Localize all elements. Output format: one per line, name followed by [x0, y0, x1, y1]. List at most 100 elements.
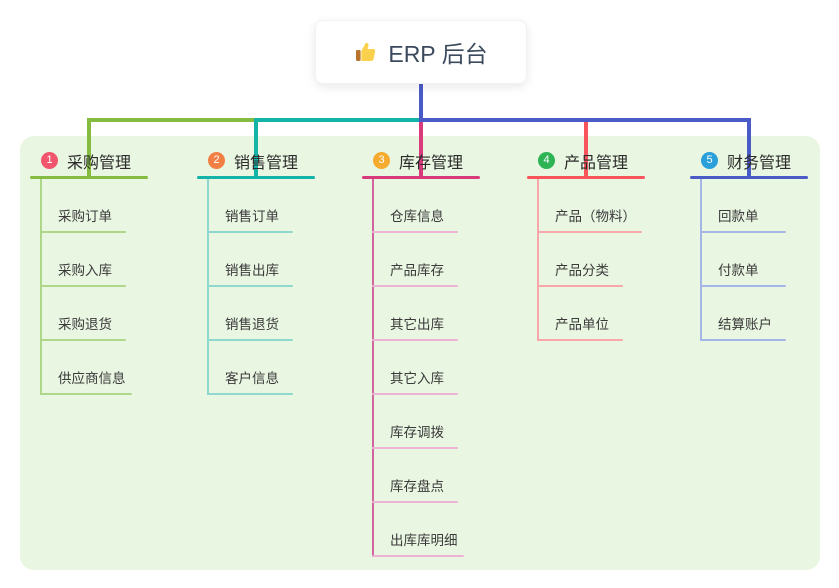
child-label: 产品单位 — [555, 317, 609, 332]
child-underline — [372, 285, 458, 287]
thumbs-up-icon — [354, 40, 378, 64]
child-node[interactable]: 仓库信息 — [372, 207, 458, 233]
branch-label: 产品管理 — [564, 154, 629, 172]
child-label: 仓库信息 — [390, 209, 444, 224]
child-label: 产品（物料） — [555, 209, 636, 224]
child-label: 库存调拨 — [390, 425, 444, 440]
child-node[interactable]: 销售出库 — [207, 261, 293, 287]
branch-node[interactable]: 5 财务管理 — [690, 148, 808, 179]
branch-underline — [197, 176, 315, 179]
child-label: 其它入库 — [390, 371, 444, 386]
child-node[interactable]: 产品分类 — [537, 261, 623, 287]
child-label: 产品分类 — [555, 263, 609, 278]
branch-node[interactable]: 2 销售管理 — [197, 148, 315, 179]
branch-label: 销售管理 — [234, 154, 299, 172]
branch-node[interactable]: 4 产品管理 — [527, 148, 645, 179]
child-node[interactable]: 采购退货 — [40, 315, 126, 341]
branch-underline — [527, 176, 645, 179]
branch-label: 财务管理 — [727, 154, 792, 172]
branch-underline — [690, 176, 808, 179]
branch-label: 采购管理 — [67, 154, 132, 172]
child-underline — [207, 285, 293, 287]
child-node[interactable]: 产品（物料） — [537, 207, 642, 233]
bus-segment-green — [87, 118, 258, 122]
child-label: 回款单 — [718, 209, 759, 224]
child-label: 采购入库 — [58, 263, 112, 278]
child-underline — [700, 231, 786, 233]
branch-underline — [362, 176, 480, 179]
branch-drop-line — [254, 118, 258, 176]
child-underline — [372, 231, 458, 233]
child-node[interactable]: 产品库存 — [372, 261, 458, 287]
child-underline — [372, 339, 458, 341]
child-underline — [40, 339, 126, 341]
child-label: 其它出库 — [390, 317, 444, 332]
child-underline — [537, 231, 642, 233]
branch-underline — [30, 176, 148, 179]
child-node[interactable]: 客户信息 — [207, 369, 293, 395]
child-underline — [700, 285, 786, 287]
branch-node[interactable]: 1 采购管理 — [30, 148, 148, 179]
child-underline — [700, 339, 786, 341]
root-node[interactable]: ERP 后台 — [315, 20, 527, 84]
child-node[interactable]: 销售订单 — [207, 207, 293, 233]
child-node[interactable]: 出库库明细 — [372, 531, 464, 557]
child-underline — [537, 285, 623, 287]
branches-background-panel — [20, 136, 820, 570]
child-label: 库存盘点 — [390, 479, 444, 494]
child-underline — [372, 393, 458, 395]
child-label: 销售出库 — [225, 263, 279, 278]
bus-segment-teal — [254, 118, 423, 122]
child-underline — [40, 285, 126, 287]
child-label: 供应商信息 — [58, 371, 126, 386]
child-node[interactable]: 其它出库 — [372, 315, 458, 341]
child-connector-line — [207, 179, 209, 395]
child-node[interactable]: 库存调拨 — [372, 423, 458, 449]
branch-drop-line — [87, 118, 91, 176]
branch-number-badge: 3 — [373, 152, 390, 169]
child-underline — [372, 555, 464, 557]
child-node[interactable]: 供应商信息 — [40, 369, 132, 395]
child-node[interactable]: 采购入库 — [40, 261, 126, 287]
branch-number-badge: 4 — [538, 152, 555, 169]
child-label: 销售退货 — [225, 317, 279, 332]
child-label: 出库库明细 — [390, 533, 458, 548]
branch-number-badge: 5 — [701, 152, 718, 169]
child-underline — [372, 447, 458, 449]
child-node[interactable]: 销售退货 — [207, 315, 293, 341]
child-connector-line — [40, 179, 42, 395]
child-label: 销售订单 — [225, 209, 279, 224]
child-underline — [372, 501, 458, 503]
child-label: 产品库存 — [390, 263, 444, 278]
root-connector-line — [419, 82, 423, 122]
branch-drop-line — [747, 118, 751, 176]
branch-label: 库存管理 — [399, 154, 464, 172]
branch-drop-line — [584, 122, 588, 176]
child-node[interactable]: 付款单 — [700, 261, 786, 287]
child-connector-line — [537, 179, 539, 341]
child-label: 采购订单 — [58, 209, 112, 224]
child-underline — [40, 231, 126, 233]
root-node-title: ERP 后台 — [388, 41, 488, 67]
child-node[interactable]: 其它入库 — [372, 369, 458, 395]
child-label: 客户信息 — [225, 371, 279, 386]
child-node[interactable]: 库存盘点 — [372, 477, 458, 503]
bus-segment-blue — [419, 118, 751, 122]
branch-node[interactable]: 3 库存管理 — [362, 148, 480, 179]
branch-number-badge: 1 — [41, 152, 58, 169]
child-label: 结算账户 — [718, 317, 772, 332]
child-label: 采购退货 — [58, 317, 112, 332]
branch-drop-line — [419, 122, 423, 176]
child-node[interactable]: 回款单 — [700, 207, 786, 233]
branch-number-badge: 2 — [208, 152, 225, 169]
child-underline — [40, 393, 132, 395]
child-node[interactable]: 产品单位 — [537, 315, 623, 341]
child-connector-line — [700, 179, 702, 341]
child-underline — [207, 393, 293, 395]
child-underline — [207, 339, 293, 341]
child-node[interactable]: 采购订单 — [40, 207, 126, 233]
child-node[interactable]: 结算账户 — [700, 315, 786, 341]
child-underline — [537, 339, 623, 341]
child-label: 付款单 — [718, 263, 759, 278]
